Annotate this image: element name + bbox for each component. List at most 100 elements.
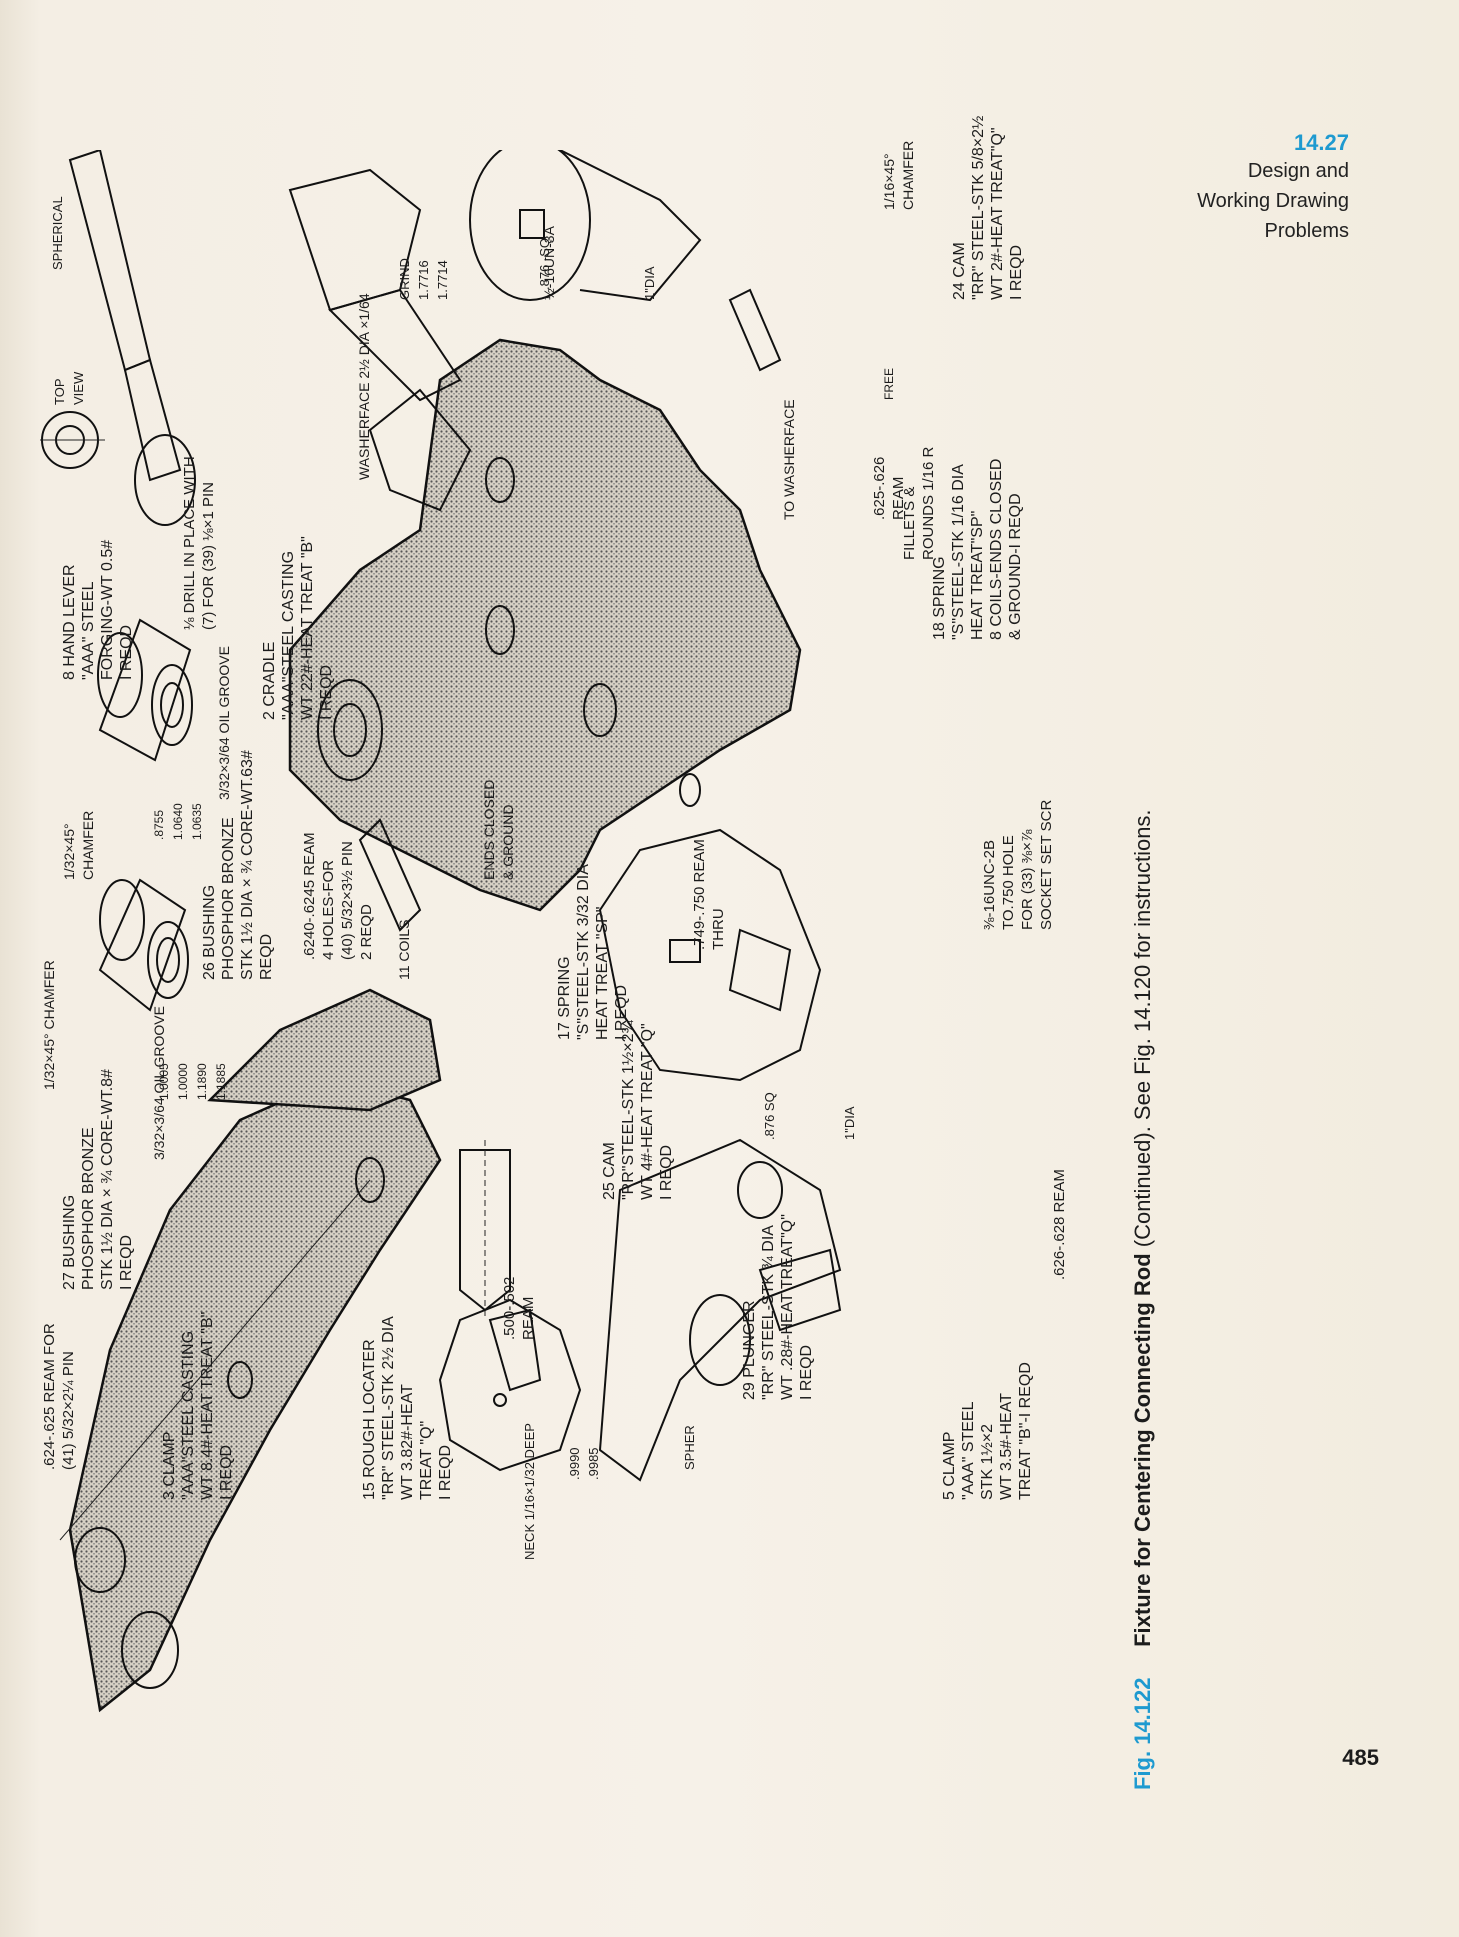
part-label-5: 5 CLAMP "AAA" STEEL STK 1½×2 WT 3.5#-HEA… [940, 1362, 1035, 1500]
part-spec: WT 3.5#-HEAT [998, 1393, 1015, 1500]
part-label-27: 27 BUSHING PHOSPHOR BRONZE STK 1½ DIA × … [60, 1069, 136, 1290]
cam-24-drawing [469, 150, 702, 302]
note-dia-2: 1"DIA [842, 1106, 857, 1140]
part-spec: HEAT TREAT"SP" [969, 510, 986, 640]
figure-title: Fixture for Centering Connecting Rod [1130, 1253, 1155, 1647]
note-chamfer-3: 1/16×45° CHAMFER [881, 140, 916, 210]
part-number: 2 [261, 711, 278, 720]
cam-25-drawing [598, 828, 822, 1082]
section-number: 14.27 [1293, 130, 1349, 155]
cradle-2-drawing [288, 168, 802, 912]
note-thread: ⅜-16UNC-2B TO.750 HOLE FOR (33) ⅜×⅞ SOCK… [981, 799, 1055, 930]
part-label-2: 2 CRADLE "AAA"STEEL CASTING WT 22#-HEAT … [260, 536, 336, 720]
note-ends: ENDS CLOSED & GROUND [481, 779, 516, 880]
part-number: 3 [161, 1491, 178, 1500]
part-name: CRADLE [261, 641, 278, 707]
note-spher: SPHER [682, 1425, 697, 1470]
part-spec: STK 1½×2 [979, 1423, 996, 1500]
note-washerface: WASHERFACE 2½ DIA ×1/64 [356, 293, 372, 480]
spring-17-drawing [358, 818, 422, 932]
part-spec: HEAT TREAT "SP" [594, 906, 611, 1040]
part-spec: "RR"STEEL-STK 1½×2¾ [620, 1020, 637, 1200]
part-spec: "RR" STEEL-STK 2½ DIA [380, 1316, 397, 1500]
bushing-27-drawing [98, 878, 189, 1012]
part-spec: I REQD [658, 1144, 675, 1200]
part-spec: I REQD [118, 1234, 135, 1290]
part-name: BUSHING [61, 1194, 78, 1268]
rough-locater-15-drawing [438, 1298, 582, 1472]
figure-caption: Fig. 14.122 Fixture for Centering Connec… [1130, 490, 1170, 1790]
part-spec: FORGING-WT 0.5# [99, 539, 116, 680]
part-number: 15 [361, 1482, 378, 1500]
note-drill: ⅛ DRILL IN PLACE WITH (7) FOR (39) ⅛×1 P… [181, 456, 217, 630]
note-chamfer-1: 1/32×45° CHAMFER [41, 960, 57, 1090]
part-spec: "AAA" STEEL [960, 1401, 977, 1500]
note-ream-749: .749-.750 REAM THRU [691, 839, 727, 950]
part-label-26: 26 BUSHING PHOSPHOR BRONZE STK 1½ DIA × … [200, 750, 276, 980]
page-number: 485 [1342, 1745, 1379, 1770]
part-name: CAM [601, 1142, 618, 1178]
clamp-5-drawing [598, 1138, 842, 1482]
part-spec: REQD [258, 933, 275, 980]
part-spec: "AAA"STEEL CASTING [180, 1330, 197, 1500]
plunger-29-drawing [459, 1140, 511, 1320]
part-spec: WT 4#-HEAT TREAT "Q" [639, 1023, 656, 1200]
technical-drawing [40, 150, 842, 1713]
part-spec: I REQD [437, 1444, 454, 1500]
part-number: 24 [951, 282, 968, 300]
part-number: 26 [201, 962, 218, 980]
hand-lever-drawing [40, 150, 196, 526]
part-label-15: 15 ROUGH LOCATER "RR" STEEL-STK 2½ DIA W… [360, 1316, 455, 1500]
section-title-line-1: Design and [1247, 160, 1349, 182]
part-name: SPRING [556, 956, 573, 1018]
note-ream-626: .626-.628 REAM [1051, 1169, 1068, 1280]
bushing-26-drawing [97, 618, 193, 762]
part-spec: "RR" STEEL-STK ¾ DIA [760, 1225, 777, 1400]
note-ream-500: .500-.502 REAM [501, 1276, 537, 1340]
part-spec: 8 COILS-ENDS CLOSED [988, 458, 1005, 640]
part-spec: "RR" STEEL-STK 5/8×2½ [970, 115, 987, 300]
note-free: FREE [882, 367, 896, 400]
part-spec: I REQD [613, 984, 630, 1040]
part-spec: STK 1½ DIA × ¾ CORE-WT.8# [99, 1069, 116, 1290]
note-washerface-2: TO WASHERFACE [781, 399, 797, 520]
part-spec: WT 8.4#-HEAT TREAT "B" [199, 1311, 216, 1500]
note-dia: 1"DIA [642, 266, 657, 300]
note-coils: 11 COILS [396, 919, 412, 980]
part-name: SPRING [931, 556, 948, 618]
part-spec: WT 3.82#-HEAT [399, 1384, 416, 1500]
part-label-3: 3 CLAMP "AAA"STEEL CASTING WT 8.4#-HEAT … [160, 1312, 236, 1500]
part-name: CLAMP [941, 1431, 958, 1487]
part-name: HAND LEVER [61, 564, 78, 667]
section-header: 14.27 Design and Working Drawing Problem… [1197, 130, 1349, 246]
part-label-18: 18 SPRING "S"STEEL-STK 1/16 DIA HEAT TRE… [930, 459, 1025, 640]
note-fillets: FILLETS & ROUNDS 1/16 R [901, 446, 937, 560]
part-label-17: 17 SPRING "S"STEEL-STK 3/32 DIA HEAT TRE… [555, 864, 631, 1040]
part-spec: I REQD [118, 624, 135, 680]
note-ream-41: .624-.625 REAM FOR (41) 5/32×2¼ PIN [41, 1323, 77, 1470]
part-spec: TREAT "Q" [418, 1420, 435, 1500]
part-spec: STK 1½ DIA × ¾ CORE-WT.63# [239, 750, 256, 980]
part-spec: I REQD [218, 1444, 235, 1500]
part-spec: WT 22#-HEAT TREAT "B" [299, 536, 316, 720]
part-label-8: 8 HAND LEVER "AAA" STEEL FORGING-WT 0.5#… [60, 540, 136, 680]
part-spec: I REQD [318, 664, 335, 720]
note-ream-6240: .6240-.6245 REAM 4 HOLES-FOR (40) 5/32×3… [301, 832, 375, 960]
part-name: BUSHING [201, 884, 218, 958]
part-label-29: 29 PLUNGER "RR" STEEL-STK ¾ DIA WT .28#-… [740, 1214, 816, 1400]
note-square: .876 -SQ [537, 237, 552, 290]
note-neck: NECK 1/16×1/32 DEEP [522, 1423, 537, 1560]
clamp-3-drawing [59, 988, 442, 1713]
part-spec: "S"STEEL-STK 3/32 DIA [575, 864, 592, 1040]
section-title-line-2: Working Drawing [1197, 190, 1349, 212]
note-locater-dims: .9990 .9985 [567, 1447, 601, 1480]
note-square-2: .876 SQ [762, 1092, 777, 1140]
figure-caption-rest: (Continued). See Fig. 14.120 for instruc… [1130, 809, 1155, 1254]
note-bushing-27-dims: 1.0005 1.0000 1.1890 1.1885 [157, 1063, 228, 1100]
part-name: ROUGH LOCATER [361, 1339, 378, 1478]
part-name: CAM [951, 242, 968, 278]
part-spec: PHOSPHOR BRONZE [80, 1127, 97, 1290]
note-chamfer-2: 1/32×45° CHAMFER [61, 810, 96, 880]
note-oil-groove-2: 3/32×3/64 OIL GROOVE [216, 646, 232, 800]
figure-number: Fig. 14.122 [1130, 1677, 1155, 1790]
